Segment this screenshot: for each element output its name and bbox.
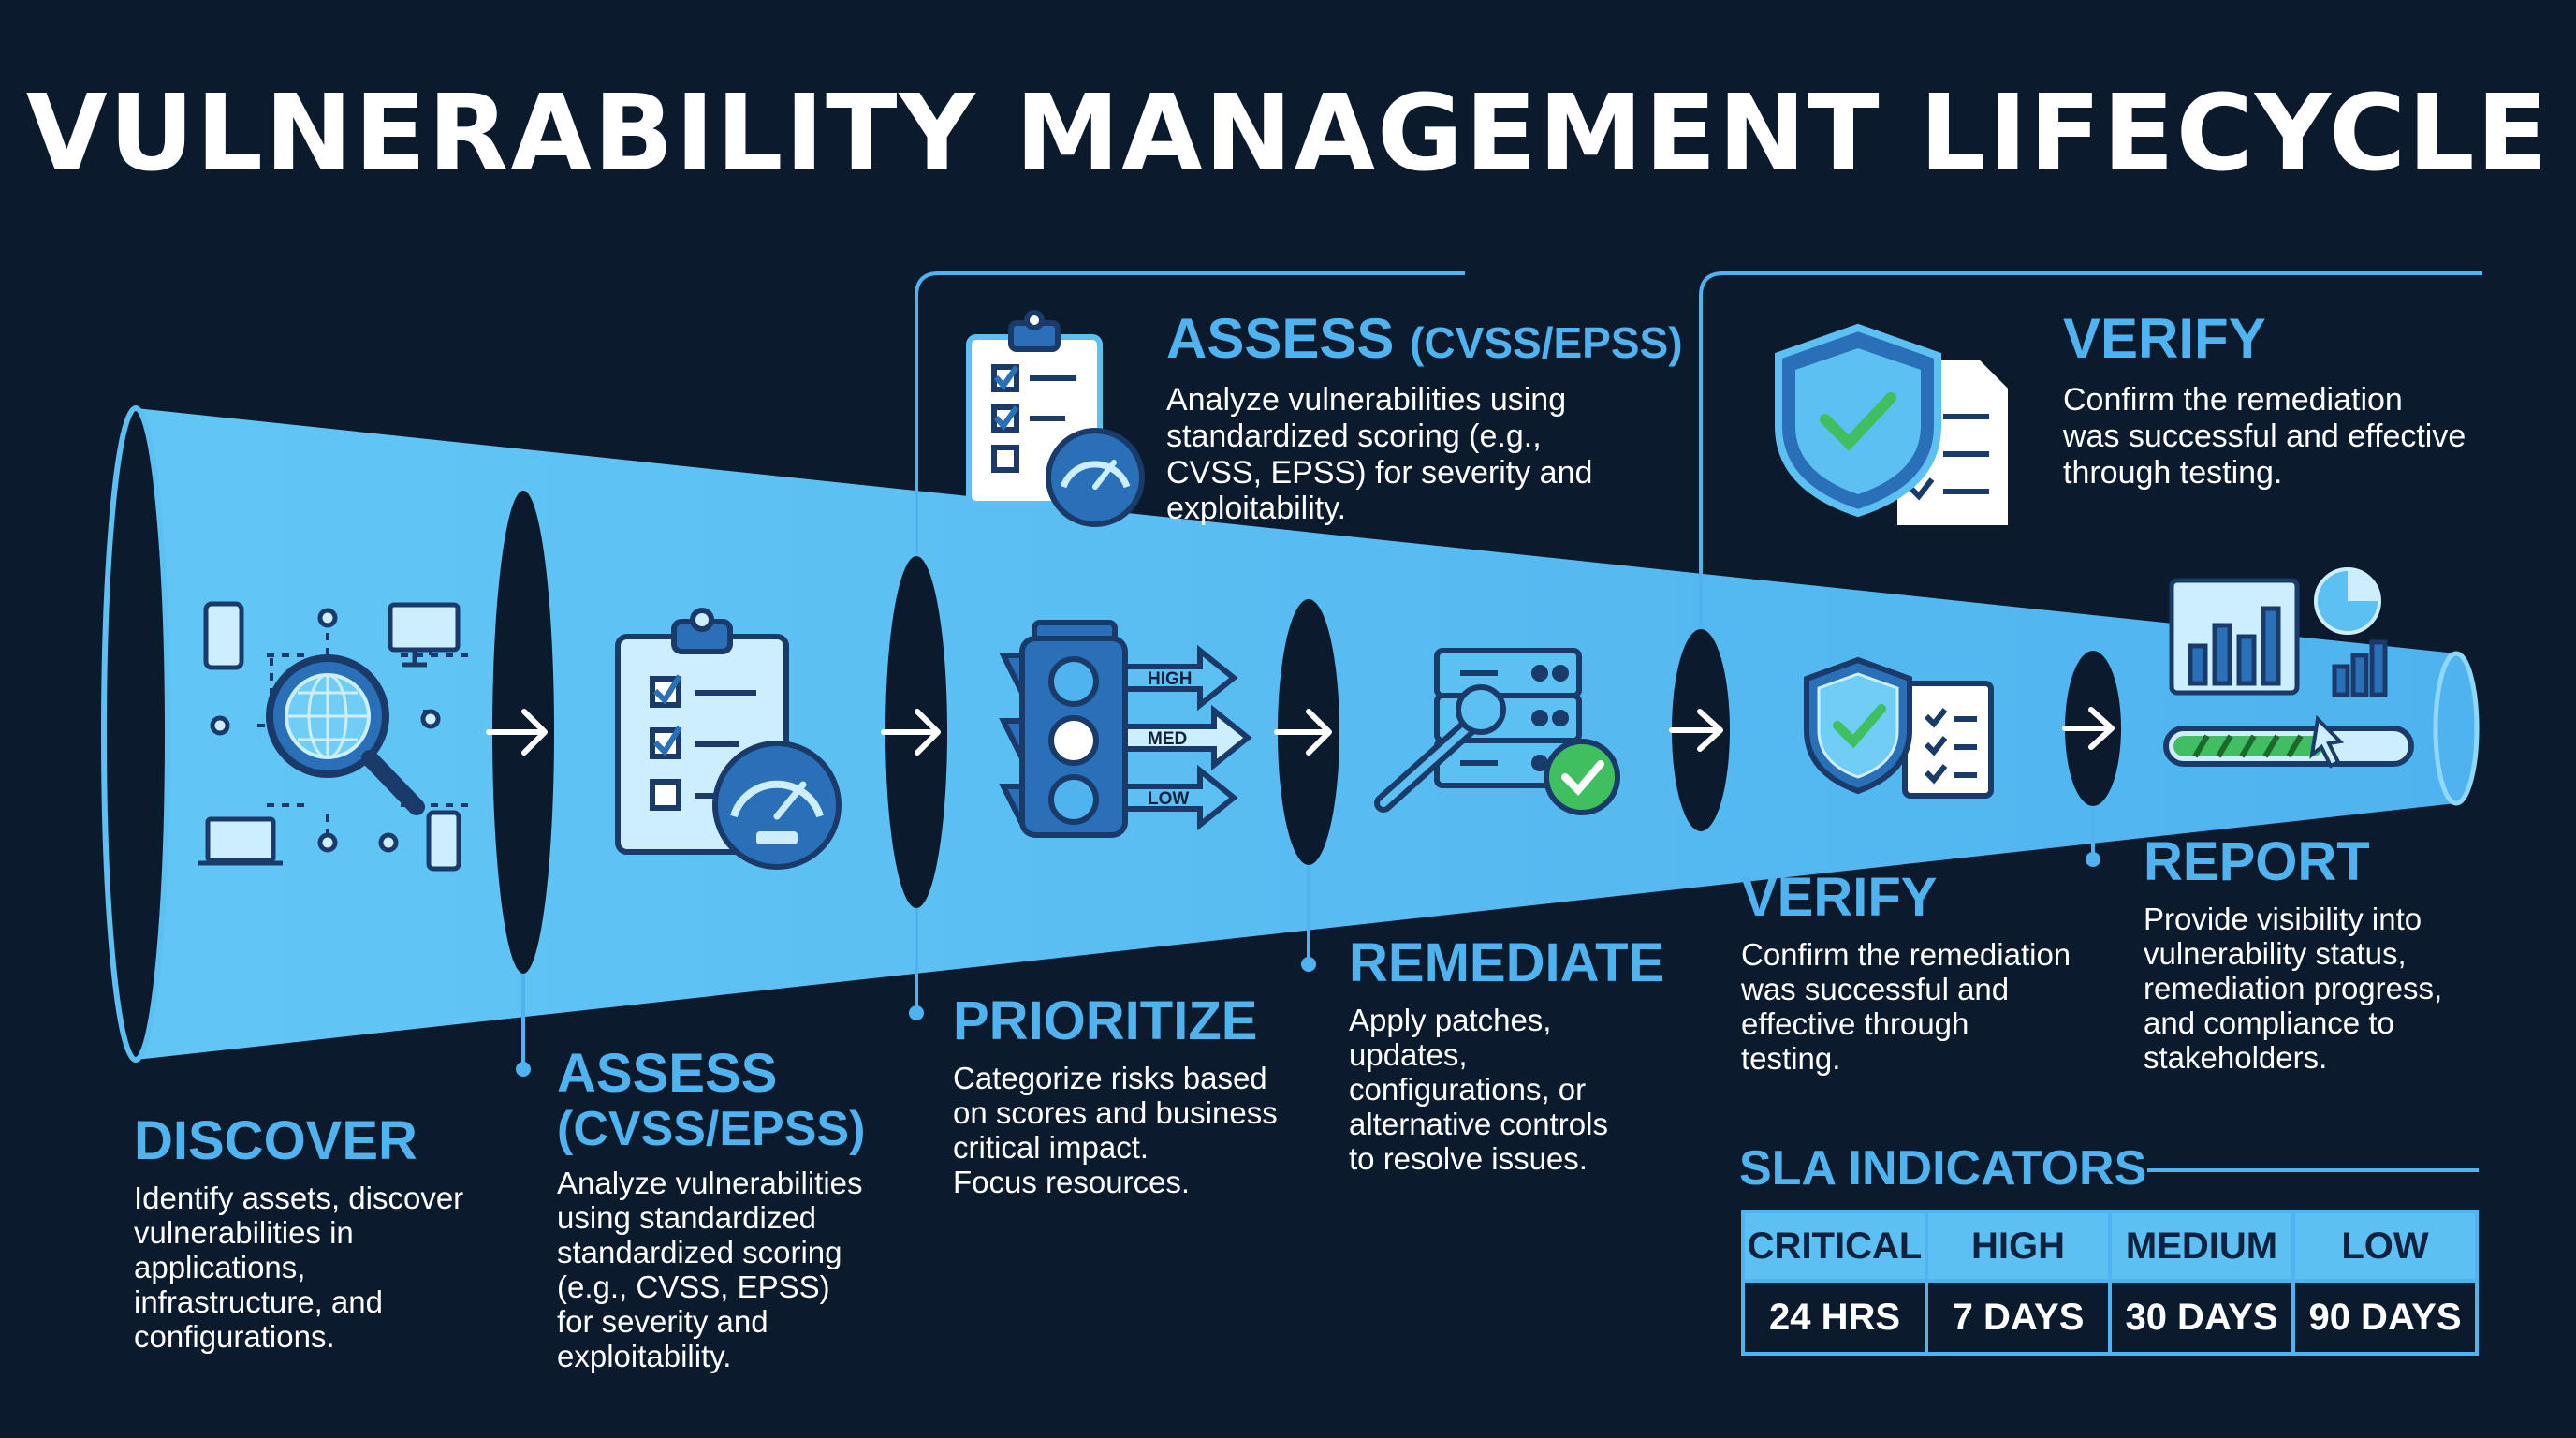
stage-remediate-description: Apply patches, updates, configurations, …	[1349, 1003, 1608, 1176]
sla-header-critical: CRITICAL	[1741, 1210, 1928, 1283]
callout-verify-description: Confirm the remediation was successful a…	[2063, 382, 2466, 491]
stage-assess-title: ASSESS	[557, 1043, 778, 1104]
stage-discover-title: DISCOVER	[134, 1110, 417, 1171]
clipboard-gauge-icon	[966, 310, 1145, 527]
sla-header-medium: MEDIUM	[2108, 1210, 2295, 1283]
page-title: VULNERABILITY MANAGEMENT LIFECYCLE	[25, 73, 2551, 195]
arrow-right-icon	[486, 709, 548, 756]
arrow-right-icon	[1669, 709, 1723, 752]
report-dashboard-icon	[2163, 567, 2414, 769]
stage-report: REPORT Provide visibility into vulnerabi…	[2144, 835, 2537, 1076]
sla-value-critical: 24 HRS	[1741, 1279, 1928, 1356]
callout-bracket-assess	[915, 271, 1465, 554]
sla-header-high: HIGH	[1925, 1210, 2112, 1283]
stage-discover: DISCOVER Identify assets, discover vulne…	[134, 1114, 508, 1355]
arrow-right-icon	[2062, 707, 2115, 750]
stage-assess-description: Analyze vulnerabilities using standardiz…	[557, 1166, 863, 1373]
callout-assess: ASSESS (CVSS/EPSS) Analyze vulnerabiliti…	[1166, 311, 1690, 527]
shield-check-icon	[1804, 656, 1994, 799]
sla-value-row: 24 HRS 7 DAYS 30 DAYS 90 DAYS	[1741, 1279, 2479, 1356]
callout-assess-subtitle: (CVSS/EPSS)	[1410, 318, 1683, 367]
traffic-light-icon	[999, 620, 1252, 838]
stage-discover-description: Identify assets, discover vulnerabilitie…	[134, 1181, 464, 1354]
priority-label-high: HIGH	[1148, 669, 1193, 689]
sla-table: CRITICAL HIGH MEDIUM LOW 24 HRS 7 DAYS 3…	[1741, 1210, 2479, 1356]
stage-assess: ASSESS (CVSS/EPSS) Analyze vulnerabiliti…	[557, 1047, 913, 1374]
callout-assess-title: ASSESS	[1166, 307, 1395, 370]
stage-remediate: REMEDIATE Apply patches, updates, config…	[1349, 936, 1686, 1177]
priority-label-low: LOW	[1148, 789, 1189, 809]
stage-assess-subtitle: (CVSS/EPSS)	[557, 1102, 866, 1156]
stage-verify: VERIFY Confirm the remediation was succe…	[1741, 871, 2115, 1077]
sla-value-low: 90 DAYS	[2291, 1279, 2479, 1356]
funnel-mouth	[101, 405, 170, 1063]
sla-value-medium: 30 DAYS	[2108, 1279, 2295, 1356]
priority-label-med: MED	[1148, 729, 1187, 749]
callout-assess-description: Analyze vulnerabilities using standardiz…	[1166, 382, 1593, 527]
sla-value-high: 7 DAYS	[1925, 1279, 2112, 1356]
stage-verify-title: VERIFY	[1741, 867, 1938, 928]
funnel-end	[2433, 651, 2480, 806]
stage-prioritize-description: Categorize risks based on scores and bus…	[953, 1061, 1278, 1199]
arrow-right-icon	[1274, 709, 1332, 756]
network-globe-icon	[198, 601, 468, 872]
arrow-right-icon	[881, 709, 941, 756]
shield-document-icon	[1775, 323, 2008, 525]
stage-report-title: REPORT	[2144, 831, 2370, 892]
stage-prioritize-title: PRIORITIZE	[953, 990, 1258, 1051]
server-wrench-icon	[1374, 648, 1620, 815]
stage-remediate-title: REMEDIATE	[1349, 932, 1665, 993]
sla-header-row: CRITICAL HIGH MEDIUM LOW	[1741, 1210, 2479, 1283]
callout-bracket-verify	[1699, 271, 2482, 629]
sla-title: SLA INDICATORS	[1739, 1141, 2147, 1196]
stage-report-description: Provide visibility into vulnerability st…	[2144, 902, 2443, 1075]
sla-header-low: LOW	[2291, 1210, 2479, 1283]
stage-prioritize: PRIORITIZE Categorize risks based on sco…	[953, 994, 1327, 1200]
callout-verify-title: VERIFY	[2063, 307, 2266, 370]
callout-verify: VERIFY Confirm the remediation was succe…	[2063, 311, 2569, 491]
clipboard-gauge-icon	[615, 608, 842, 870]
stage-verify-description: Confirm the remediation was successful a…	[1741, 937, 2071, 1076]
